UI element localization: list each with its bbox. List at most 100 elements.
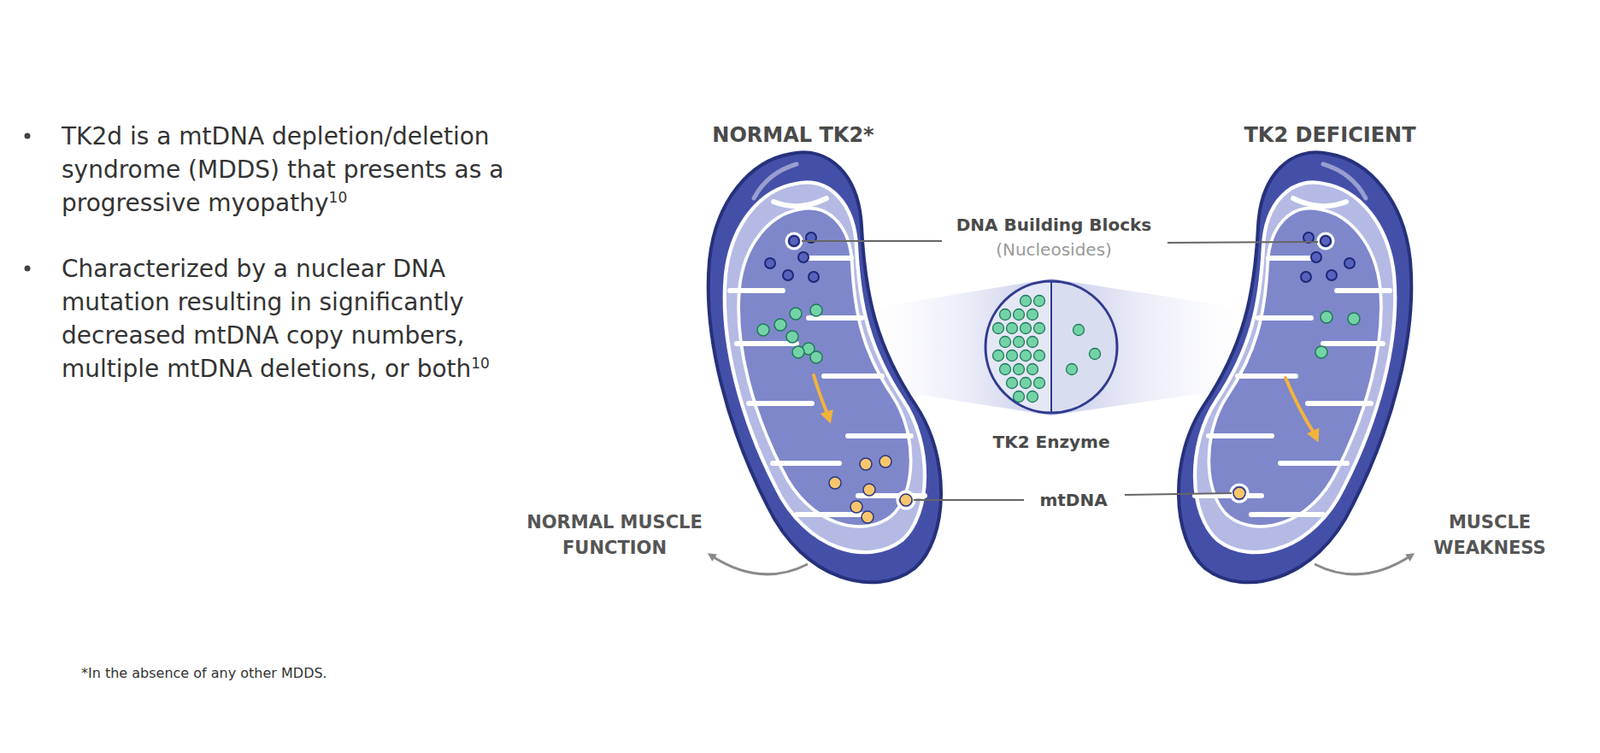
mitochondrion: NORMAL TK2* xyxy=(700,119,949,582)
tk2-dot xyxy=(1000,364,1012,376)
nucleoside-dot xyxy=(1320,235,1331,247)
callout-label: DNA Building Blocks xyxy=(956,214,1153,236)
cristae xyxy=(729,198,925,515)
mito-heading: NORMAL TK2* xyxy=(692,122,895,148)
tk2-dot xyxy=(810,304,823,317)
lens-outline xyxy=(985,281,1118,413)
tk2-dot xyxy=(810,351,823,364)
mitochondrion-art xyxy=(708,152,942,583)
mitochondrion-shape xyxy=(1170,119,1419,582)
enzyme-lens: TK2 Enzyme xyxy=(982,278,1120,463)
mtdna-dot xyxy=(900,494,912,506)
mtdna-dot xyxy=(1233,487,1246,500)
mtdna-dot xyxy=(850,500,863,513)
tk2-dot xyxy=(1034,295,1046,307)
lens-half xyxy=(982,278,1052,416)
lens-divider xyxy=(1050,281,1053,413)
label-group: Characterized by a nuclear DNA mutation … xyxy=(61,252,515,386)
highlight-ring xyxy=(897,491,915,509)
tk2-dot xyxy=(1006,323,1018,335)
lens-half xyxy=(1051,278,1120,416)
tk2-dot xyxy=(1020,350,1032,362)
nucleoside-dot xyxy=(764,258,776,269)
nucleoside-dot xyxy=(1326,270,1337,281)
label-group: mtDNA xyxy=(1022,488,1125,512)
arrow-head xyxy=(1306,427,1325,445)
lens-shape xyxy=(982,278,1120,416)
tk2-dot xyxy=(1320,311,1333,324)
tk2-dot xyxy=(1020,295,1032,307)
label-group: NORMAL MUSCLE FUNCTION xyxy=(520,509,709,561)
label-group: TK2d is a mtDNA depletion/deletion syndr… xyxy=(61,119,515,220)
footnote-ref: 10 xyxy=(470,354,490,372)
mtdna-dot xyxy=(829,476,842,489)
callout-sublabel: (Nucleosides) xyxy=(995,239,1112,260)
mtdna-dot xyxy=(861,511,874,524)
tk2-dot xyxy=(1013,309,1025,321)
mitochondrion: TK2 DEFICIENT xyxy=(1170,119,1419,582)
nucleoside-dot xyxy=(1311,252,1322,263)
nucleoside-dot xyxy=(1303,232,1314,243)
arrow-head-group xyxy=(820,409,838,426)
mtdna-dot xyxy=(879,455,892,468)
tk2-dot xyxy=(1006,377,1018,389)
tk2-dot xyxy=(1013,336,1025,348)
tk2-dot xyxy=(1020,323,1032,335)
tk2-dot xyxy=(757,323,770,336)
outcome-label: MUSCLE WEAKNESS xyxy=(1433,511,1546,559)
tk2-dot xyxy=(1347,312,1360,325)
tk2-dot xyxy=(1020,377,1032,389)
mtdna-dot xyxy=(863,483,876,496)
mitochondrion-shape xyxy=(700,119,949,582)
tk2-dot xyxy=(1027,391,1039,403)
nucleoside-dot xyxy=(782,270,794,281)
inner-membrane xyxy=(724,182,925,553)
nucleoside-dot xyxy=(808,271,819,283)
tk2-dot xyxy=(1089,348,1101,360)
arrow-head-group xyxy=(1306,427,1325,445)
nucleoside-dot xyxy=(805,232,817,243)
tk2-dot xyxy=(774,318,787,331)
tk2-dot xyxy=(1027,364,1039,376)
highlight-ring xyxy=(786,233,802,249)
tk2-dot xyxy=(1034,377,1046,389)
tk2-dot xyxy=(1006,350,1018,362)
label-group: DNA Building Blocks xyxy=(925,213,1183,236)
tk2-dot xyxy=(1027,309,1039,321)
lens-fill xyxy=(982,278,1120,416)
tk2-dot xyxy=(792,346,805,359)
tk2-dot xyxy=(1315,346,1328,359)
nucleoside-dot xyxy=(1300,271,1312,283)
tk2-dot xyxy=(1013,364,1025,376)
nucleoside-dot xyxy=(798,252,809,263)
label-group: MUSCLE WEAKNESS xyxy=(1425,509,1554,561)
mitochondrion-art xyxy=(1178,152,1412,583)
tk2-dot xyxy=(1000,309,1012,321)
bullet-dot xyxy=(24,133,31,140)
tk2-dot xyxy=(1034,350,1046,362)
outer-membrane xyxy=(1178,152,1412,583)
tk2-dot xyxy=(789,307,802,320)
flow-arrow xyxy=(1285,377,1314,433)
footnote-ref: 10 xyxy=(329,188,348,206)
outer-membrane xyxy=(708,152,942,583)
label-group: *In the absence of any other MDDS. xyxy=(81,664,328,683)
footnote: *In the absence of any other MDDS. xyxy=(81,664,328,682)
curved-arrow xyxy=(1314,555,1412,575)
highlight-ring xyxy=(1230,484,1248,502)
curved-arrow xyxy=(711,555,808,575)
mito-heading: TK2 DEFICIENT xyxy=(1229,122,1431,148)
tk2-dot xyxy=(1000,336,1012,348)
nucleoside-dot xyxy=(1344,258,1355,269)
cristae xyxy=(1194,198,1390,515)
tk2-dot xyxy=(1027,336,1039,348)
tk2-dot xyxy=(1034,323,1046,335)
outcome-label: NORMAL MUSCLE FUNCTION xyxy=(526,511,703,559)
tk2-dot xyxy=(1066,364,1078,376)
tk2-dot xyxy=(786,330,799,343)
bullet-text: TK2d is a mtDNA depletion/deletion syndr… xyxy=(61,122,504,218)
tk2-dot xyxy=(1073,324,1085,336)
inner-membrane xyxy=(1194,182,1395,553)
label-group: (Nucleosides) xyxy=(925,238,1183,261)
